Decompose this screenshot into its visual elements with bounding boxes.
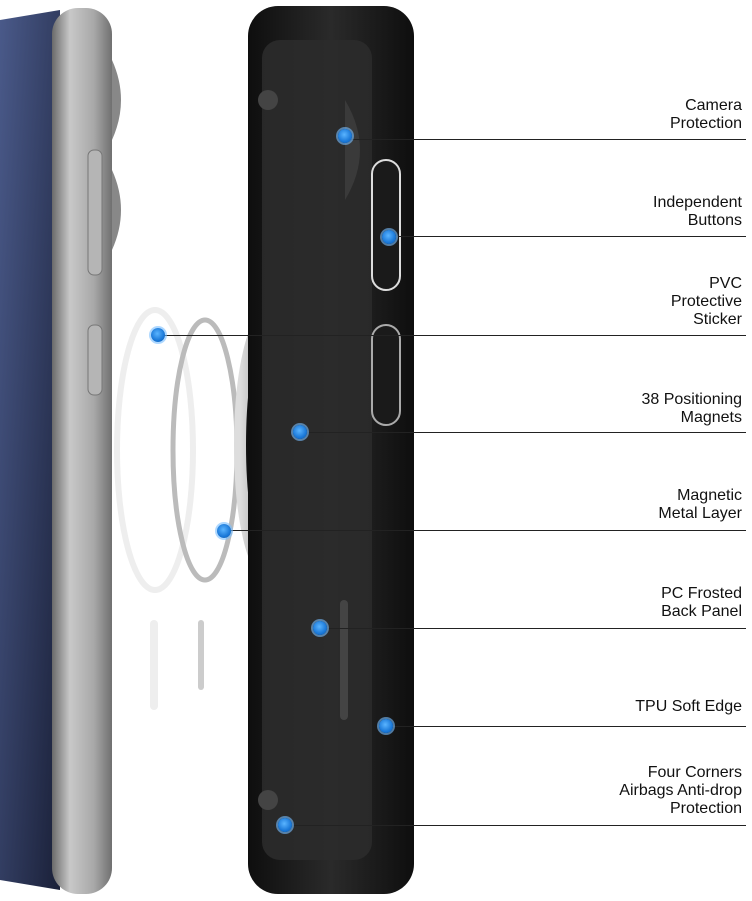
label-line: Protection <box>669 800 742 817</box>
label-line: TPU Soft Edge <box>635 698 742 715</box>
label-line: Protective <box>670 293 742 310</box>
phone <box>0 8 121 894</box>
marker-dot <box>151 328 165 342</box>
leader-line <box>320 628 746 630</box>
label-line: Sticker <box>693 311 742 328</box>
label-line: 38 Positioning <box>641 391 742 408</box>
marker-dot <box>379 719 393 733</box>
label-line: Four Corners <box>647 764 742 781</box>
leader-line <box>224 530 746 532</box>
leader-line <box>285 825 746 827</box>
marker-dot <box>293 425 307 439</box>
marker-dot <box>382 230 396 244</box>
leader-line <box>386 726 746 728</box>
leader-line <box>300 432 746 434</box>
label-line: PVC <box>709 275 742 292</box>
label-line: Magnets <box>680 409 742 426</box>
label-line: Protection <box>669 115 742 132</box>
label-line: Airbags Anti-drop <box>619 782 742 799</box>
marker-dot <box>338 129 352 143</box>
label-line: Metal Layer <box>658 505 742 522</box>
label-tpu-edge: TPU Soft Edge <box>635 698 742 716</box>
label-line: Magnetic <box>677 487 742 504</box>
label-line: Independent <box>653 194 742 211</box>
marker-dot <box>217 524 231 538</box>
label-line: Buttons <box>687 212 742 229</box>
leader-line <box>389 236 746 238</box>
marker-dot <box>278 818 292 832</box>
label-line: PC Frosted <box>661 585 742 602</box>
label-line: Camera <box>685 97 742 114</box>
leader-line <box>158 335 746 337</box>
case <box>248 6 414 894</box>
marker-dot <box>313 621 327 635</box>
leader-line <box>345 139 746 141</box>
label-line: Back Panel <box>661 603 742 620</box>
